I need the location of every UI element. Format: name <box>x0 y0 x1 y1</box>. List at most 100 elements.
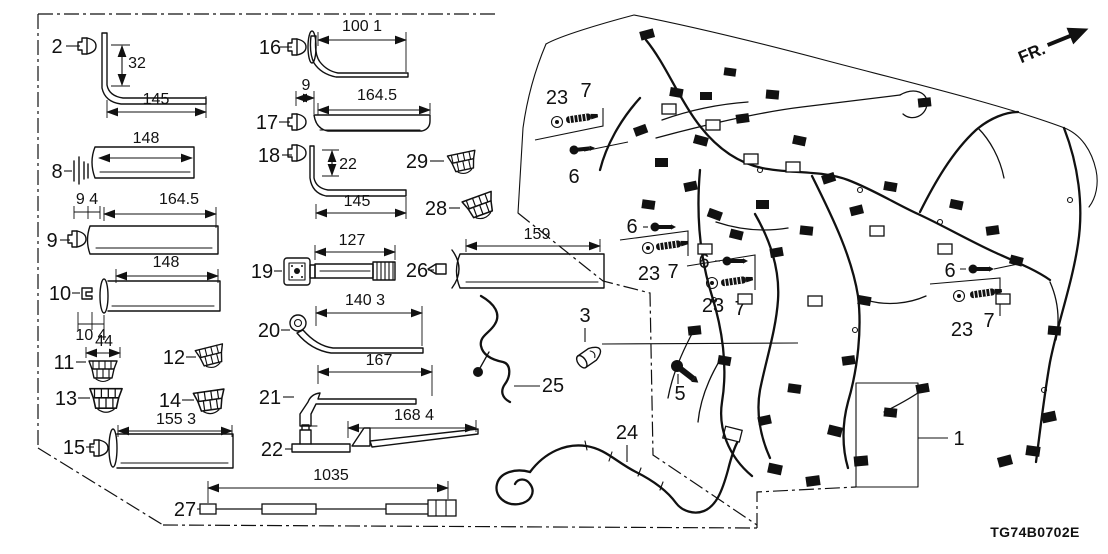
callout-16: 16 <box>259 37 281 59</box>
callout-5: 5 <box>674 383 685 405</box>
part-26-sleeve: 26 159 <box>406 226 605 289</box>
part-24-wire: 24 <box>495 422 743 514</box>
callout-23-c: 23 <box>702 295 724 317</box>
dim-part27-length: 1035 <box>313 467 349 484</box>
dim-part18-rise: 22 <box>339 156 357 173</box>
dim-part19-length: 127 <box>339 232 366 249</box>
dim-part22-length: 168 4 <box>394 407 434 424</box>
clip-icon <box>461 190 500 224</box>
callout-23-a: 23 <box>546 87 568 109</box>
pin-clip-icon <box>77 37 97 55</box>
callout-7-a: 7 <box>580 80 591 102</box>
part-15-bracket: 15 155 3 <box>63 411 234 469</box>
dim-part16-length: 100 1 <box>342 18 382 35</box>
callout-6-b: 6 <box>626 216 637 238</box>
callout-19: 19 <box>251 261 273 283</box>
pin-clip-icon <box>67 230 87 248</box>
clip-icon <box>446 149 480 177</box>
callout-2: 2 <box>51 36 62 58</box>
nut-icon <box>641 241 655 255</box>
callout-17: 17 <box>256 112 278 134</box>
part-13-clip: 13 <box>55 387 123 414</box>
part-10-bracket: 10 148 10 4 <box>49 254 221 344</box>
part-9-bracket: 9 9 4 164.5 <box>46 191 219 255</box>
fastener-group-b: 6 23 7 <box>619 216 689 285</box>
dim-part20-length: 140 3 <box>345 292 385 309</box>
callout-11: 11 <box>54 352 75 374</box>
part-20-bracket: 20 140 3 <box>258 292 424 354</box>
part-25-wire: 25 <box>473 294 564 404</box>
callout-7-b: 7 <box>667 261 678 283</box>
part-19-tie-wrap: 19 127 <box>251 232 397 286</box>
callout-6-d: 6 <box>944 260 955 282</box>
bolt-icon <box>968 264 994 274</box>
dim-part2-run: 145 <box>143 91 170 108</box>
bulb-icon <box>575 346 602 369</box>
callout-26: 26 <box>406 260 428 282</box>
nut-icon <box>550 115 564 129</box>
callout-15: 15 <box>63 437 85 459</box>
part-18-bracket: 18 22 145 <box>258 144 408 219</box>
callout-29: 29 <box>406 151 428 173</box>
dim-part26-length: 159 <box>524 226 551 243</box>
part-28-clip: 28 <box>425 190 500 224</box>
dim-part17-length: 164.5 <box>357 87 397 104</box>
callout-24: 24 <box>616 422 638 444</box>
dim-part10-offsets: 10 4 <box>75 327 106 344</box>
clip-icon <box>192 388 228 417</box>
callout-22: 22 <box>261 439 283 461</box>
pin-clip-icon <box>287 113 307 131</box>
dim-part2-rise: 32 <box>128 55 146 72</box>
part-14-clip: 14 <box>159 388 228 417</box>
callout-27: 27 <box>174 499 196 521</box>
pin-clip-icon <box>89 439 109 457</box>
screw-icon <box>720 274 754 288</box>
dim-part15-length: 155 3 <box>156 411 196 428</box>
callout-8: 8 <box>51 161 62 183</box>
callout-1: 1 <box>953 428 964 450</box>
part-22-bracket: 22 168 4 <box>261 407 479 461</box>
callout-7-d: 7 <box>983 310 994 332</box>
dashboard-outline <box>517 14 1098 214</box>
part-16-bracket: 16 100 1 <box>259 18 409 78</box>
phantom-border <box>37 13 857 529</box>
screw-icon <box>565 111 599 125</box>
dim-part11-width: 44 <box>95 333 113 350</box>
fastener-group-c: 6 23 7 <box>686 251 756 320</box>
callout-25: 25 <box>542 375 564 397</box>
screw-icon <box>655 238 689 252</box>
callout-18: 18 <box>258 145 280 167</box>
bolt-icon <box>679 366 699 383</box>
fr-label: FR. <box>1016 39 1049 67</box>
dim-part18-length: 145 <box>344 193 371 210</box>
callout-20: 20 <box>258 320 280 342</box>
fr-direction-arrow: FR. <box>1016 27 1089 67</box>
part-3-bulb: 3 <box>575 305 799 369</box>
diagram-code: TG74B0702E <box>990 524 1080 540</box>
callout-21: 21 <box>259 387 281 409</box>
part-21-bracket: 21 167 <box>259 352 434 427</box>
clip-icon <box>89 387 123 414</box>
part-12-clip: 12 <box>163 343 229 372</box>
dim-part10-length: 148 <box>153 254 180 271</box>
part-8-bracket: 8 148 <box>51 130 195 185</box>
part-2-bracket: 2 32 145 <box>51 32 208 118</box>
callout-7-c: 7 <box>734 298 745 320</box>
pin-clip-icon <box>287 144 307 162</box>
callout-6-a: 6 <box>568 166 579 188</box>
callout-10: 10 <box>49 283 71 305</box>
bolt-icon <box>650 222 676 232</box>
part-5-bolt: 5 <box>671 360 699 405</box>
callout-13: 13 <box>55 388 77 410</box>
main-harness-illustration <box>598 28 1082 487</box>
callout-12: 12 <box>163 347 185 369</box>
dim-part17-offset: 9 <box>302 77 311 94</box>
dim-part9-offsets: 9 4 <box>76 191 98 208</box>
part-11-clip: 11 44 <box>54 333 122 383</box>
callout-23-d: 23 <box>951 319 973 341</box>
part-29-clip: 29 <box>406 149 480 177</box>
callout-1-group: 1 <box>855 382 965 488</box>
callout-14: 14 <box>159 390 181 412</box>
